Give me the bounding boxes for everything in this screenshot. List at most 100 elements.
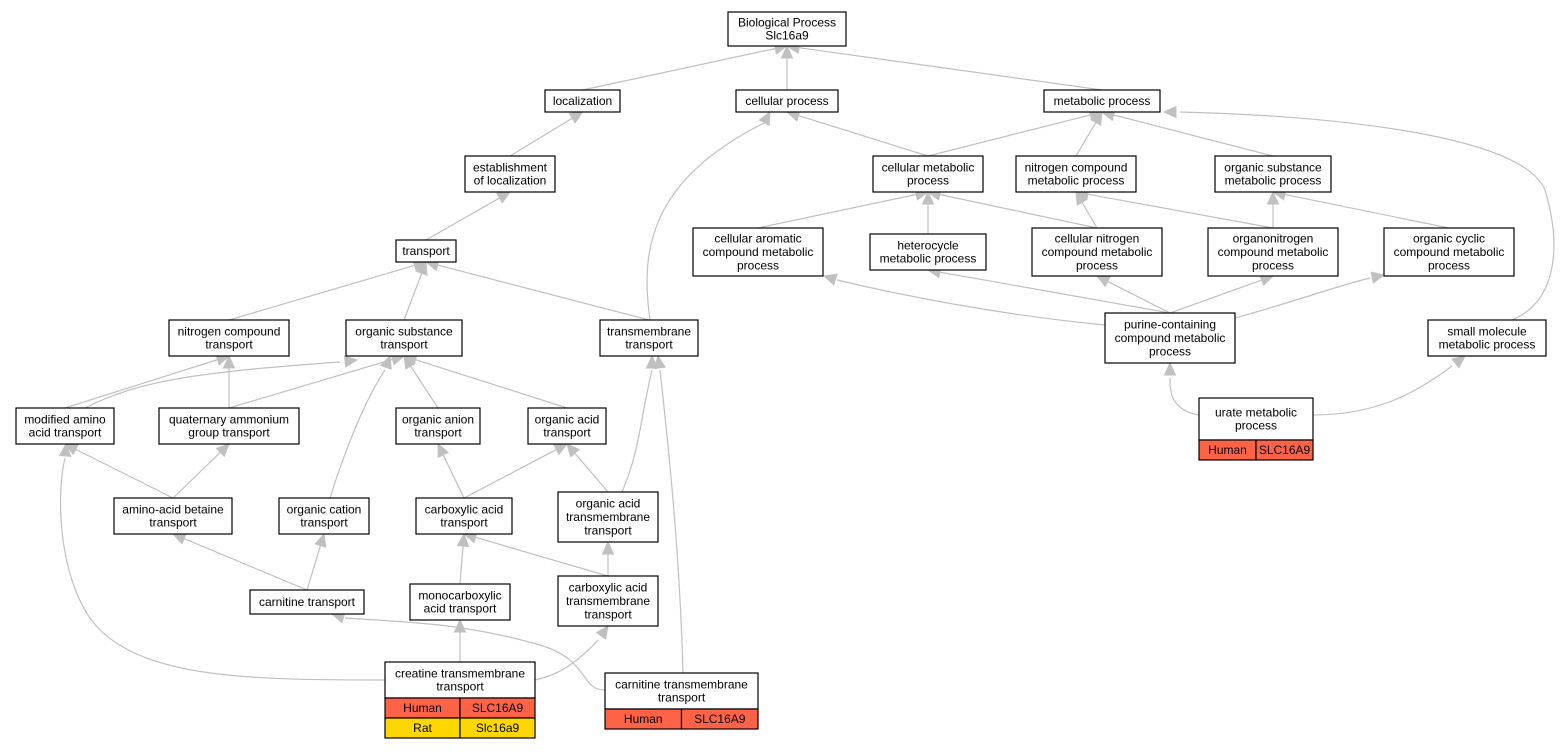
- node-box: [395, 239, 457, 263]
- node-label-line: organic cation: [287, 502, 362, 516]
- node-label-line: compound metabolic: [1218, 245, 1329, 259]
- edge-oant-to-ost: [403, 354, 439, 409]
- edge-crtmt-to-mat: [58, 442, 386, 681]
- node-label-line: process: [1428, 258, 1470, 272]
- edge-cat-to-oat: [463, 443, 569, 499]
- arrowhead: [1162, 105, 1177, 119]
- arrowhead: [437, 442, 450, 458]
- node-label-line: organic acid: [576, 497, 641, 511]
- node-box: [1214, 155, 1332, 193]
- edge-transport-to-eol: [425, 191, 512, 241]
- species-cell: Rat: [384, 717, 461, 739]
- node-label-line: organic substance: [355, 324, 453, 338]
- go-term-node-loc[interactable]: localization: [544, 89, 621, 113]
- go-term-node-ct[interactable]: carnitine transport: [249, 589, 365, 615]
- arrowhead: [222, 354, 236, 369]
- arrowhead: [601, 540, 615, 555]
- go-term-node-mp[interactable]: metabolic process: [1043, 89, 1161, 113]
- node-label-line: purine-containing: [1124, 318, 1216, 332]
- cell-text: Slc16a9: [476, 721, 520, 735]
- node-label-line: carnitine transport: [259, 595, 356, 609]
- cell-background: [459, 717, 536, 739]
- node-box: [395, 407, 481, 445]
- node-label-line: transmembrane: [607, 324, 691, 338]
- arrowhead: [1095, 275, 1111, 288]
- edge-ncmp-to-mp: [1075, 110, 1103, 157]
- node-box: [15, 407, 115, 445]
- node-label-line: cellular nitrogen: [1055, 232, 1140, 246]
- node-box: [345, 319, 463, 357]
- go-term-node-transport[interactable]: transport: [395, 239, 457, 263]
- gene-symbol-cell: SLC16A9: [459, 697, 536, 719]
- edge-cat-to-oant: [437, 442, 465, 499]
- node-label-line: compound metabolic: [703, 245, 814, 259]
- node-label-line: amino-acid betaine: [122, 502, 224, 516]
- node-box: [557, 575, 659, 627]
- edge-oncmp-to-ncmp: [1074, 188, 1274, 229]
- node-label-line: metabolic process: [1054, 94, 1151, 108]
- edge-mcat-to-cat: [456, 532, 470, 585]
- node-label-line: nitrogen compound: [1025, 160, 1128, 174]
- node-label-line: transport: [543, 426, 591, 440]
- node-label-line: compound metabolic: [1115, 331, 1226, 345]
- node-box: [249, 589, 365, 615]
- edge-cmp-to-cp: [785, 109, 929, 157]
- node-box: [1015, 155, 1137, 193]
- node-box: [557, 491, 659, 543]
- edge-aabt-to-mat: [63, 443, 174, 499]
- edge-crtmt-to-mcat: [453, 618, 467, 662]
- node-box: [727, 11, 847, 47]
- edge-crtmt-to-catmt: [534, 625, 609, 681]
- arrowhead: [1451, 355, 1466, 369]
- species-cell: Human: [384, 697, 461, 719]
- arrowhead: [645, 354, 659, 369]
- arrowhead: [415, 260, 428, 276]
- node-box: [692, 227, 824, 277]
- node-label-line: transmembrane: [566, 594, 650, 608]
- edge-mat-to-nct: [64, 353, 231, 409]
- edge-catmt-to-oatmt: [601, 540, 615, 576]
- edge-cttmt-to-tmt: [653, 354, 684, 674]
- arrowhead: [921, 190, 935, 205]
- node-label-line: process: [1235, 419, 1277, 433]
- node-label-line: transport: [584, 523, 632, 537]
- edge-cp-to-bp: [780, 44, 794, 90]
- arrowhead: [171, 533, 187, 545]
- go-term-node-cp[interactable]: cellular process: [735, 89, 839, 113]
- node-label-line: metabolic process: [1439, 338, 1536, 352]
- node-label-line: transport: [440, 516, 488, 530]
- node-label-line: organic anion: [402, 412, 474, 426]
- node-label-line: process: [1252, 258, 1294, 272]
- node-label-line: transport: [205, 338, 253, 352]
- arrowhead: [780, 44, 794, 59]
